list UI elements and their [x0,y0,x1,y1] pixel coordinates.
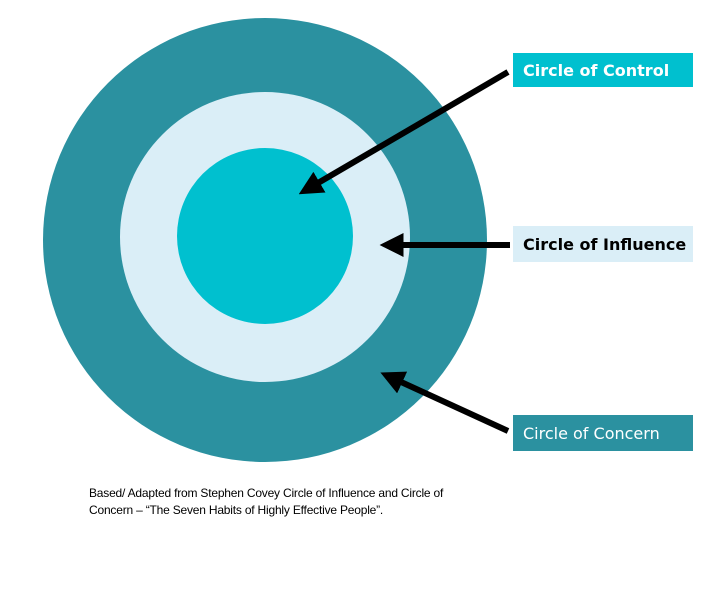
arrow-to-concern [380,371,510,434]
circle-of-control-shape [177,148,353,324]
attribution-caption: Based/ Adapted from Stephen Covey Circle… [89,485,509,519]
arrow-to-control [298,69,510,195]
caption-line-1: Based/ Adapted from Stephen Covey Circle… [89,486,444,500]
label-circle-of-influence: Circle of Influence [513,226,693,262]
label-circle-of-concern: Circle of Concern [513,415,693,451]
caption-line-2: Concern – “The Seven Habits of Highly Ef… [89,503,384,517]
label-circle-of-control: Circle of Control [513,53,693,87]
